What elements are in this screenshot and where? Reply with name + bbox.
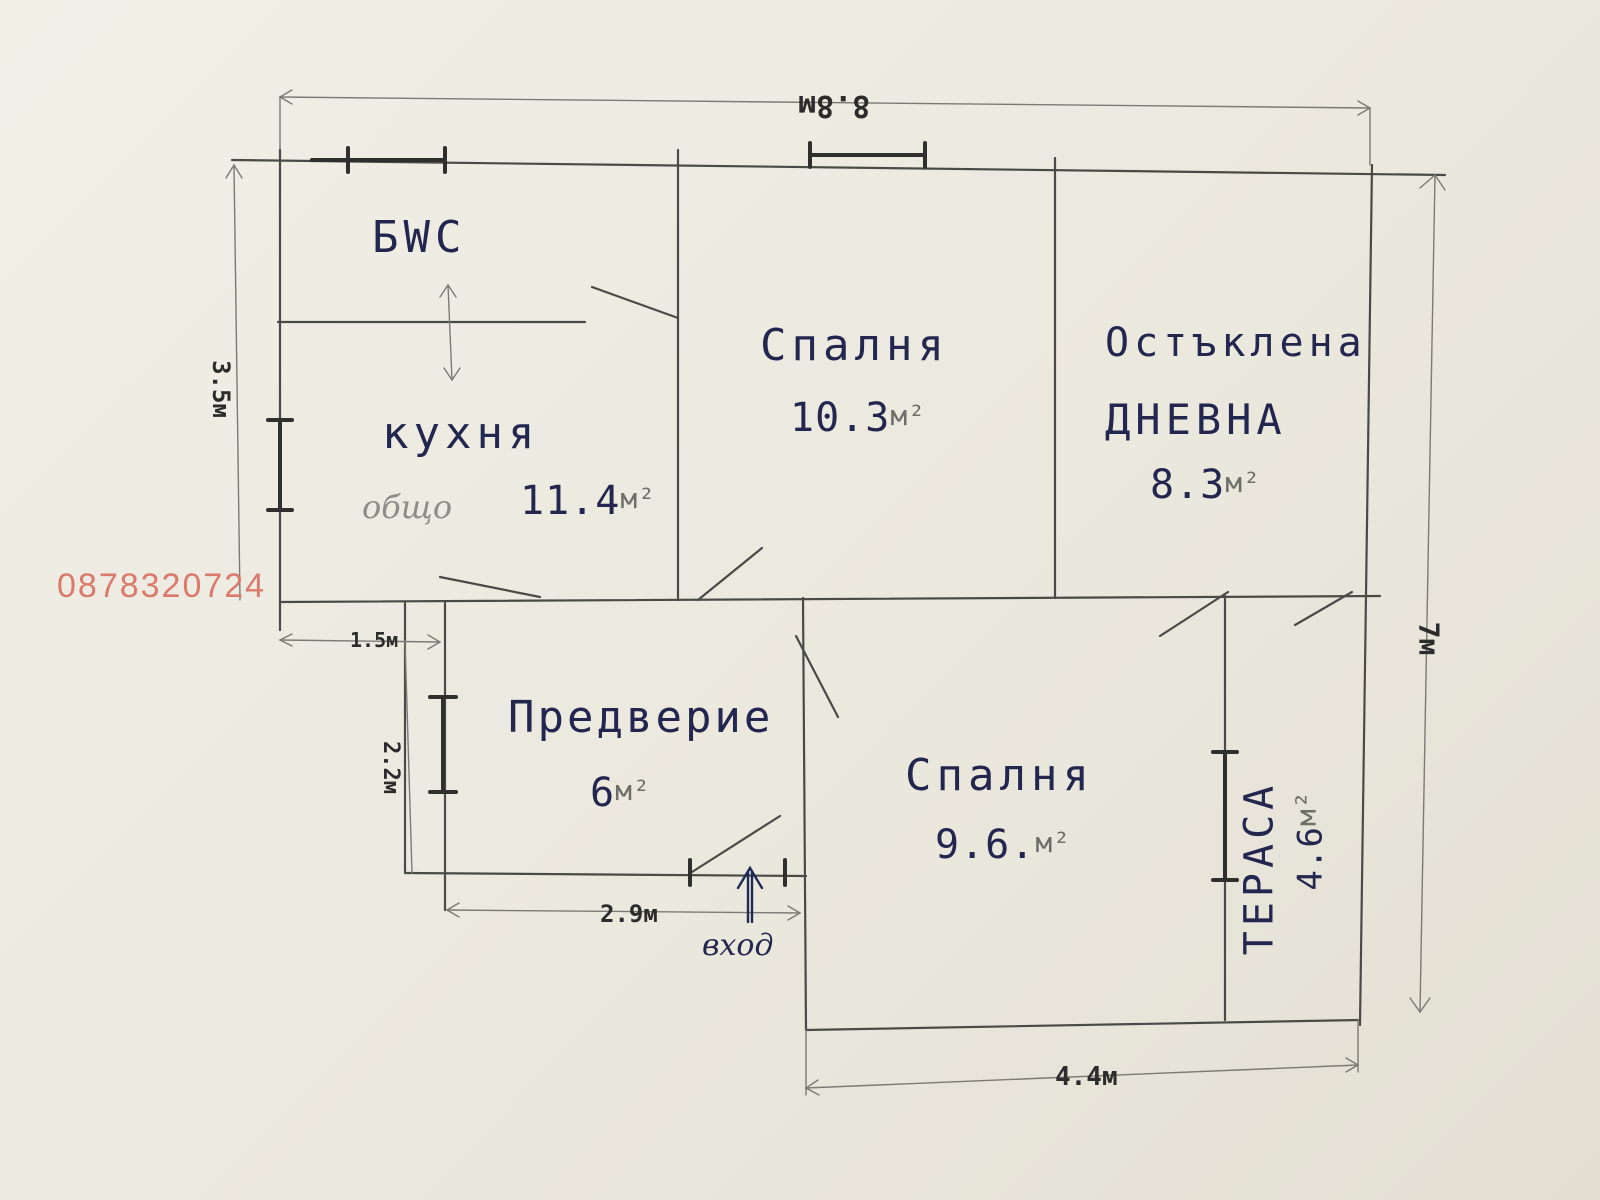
room-bedroom-2-label: Спалня <box>905 750 1094 801</box>
bottom-width-label: 4.4м <box>1055 1062 1118 1092</box>
room-glazed-label: Остъклена <box>1105 320 1367 366</box>
interior-walls <box>276 148 1382 1022</box>
area-unit: м² <box>1225 466 1261 499</box>
hall-width-label: 2.9м <box>600 900 658 928</box>
left-dimension-line <box>225 163 442 874</box>
room-bedroom-1-area: 10.3м² <box>790 395 926 441</box>
vertical-arrow <box>439 283 461 382</box>
windows <box>266 141 1239 882</box>
entrance-arrow-icon <box>736 865 764 924</box>
room-terrace-label: ТЕРАСА <box>1236 780 1283 956</box>
area-unit: м² <box>1035 826 1072 859</box>
left-height-label: 3.5м <box>206 360 235 418</box>
width-dimension-label: 8.8м <box>798 88 871 123</box>
right-dimension-line <box>1409 173 1446 1014</box>
area-value: 10.3 <box>790 395 891 441</box>
area-unit: м² <box>615 774 651 807</box>
room-hall-label: Предверие <box>508 692 774 743</box>
area-value: 8.3 <box>1150 462 1226 508</box>
room-living-area: 8.3м² <box>1150 462 1261 508</box>
area-unit: м² <box>620 482 657 515</box>
room-living-label: ДНЕВНА <box>1105 395 1287 444</box>
room-bedroom-2-area: 9.6.м² <box>935 822 1071 868</box>
room-terrace-area: 4.6м² <box>1290 790 1331 890</box>
room-hall-area: 6м² <box>590 770 651 816</box>
room-wc-label: БWC <box>372 212 467 263</box>
bottom-dimension-lines <box>445 902 1360 1096</box>
doors <box>438 285 1354 887</box>
total-word-label: общо <box>362 488 453 526</box>
room-kitchen-area: 11.4м² <box>520 478 656 524</box>
room-kitchen-label: кухня <box>382 408 540 459</box>
room-bedroom-1-label: Спалня <box>760 320 949 371</box>
area-unit: м² <box>1289 790 1323 827</box>
area-value: 4.6 <box>1290 826 1331 891</box>
hall-depth-label: 2.2м <box>377 741 403 794</box>
area-value: 9.6. <box>935 822 1036 868</box>
entrance-label: вход <box>702 928 774 963</box>
phone-number-watermark: 0878320724 <box>57 567 267 605</box>
right-height-label: 7м <box>1412 621 1446 656</box>
area-unit: м² <box>890 399 927 432</box>
area-value: 6 <box>590 770 616 816</box>
area-value: 11.4 <box>520 478 621 524</box>
offset-label: 1.5м <box>350 628 399 652</box>
